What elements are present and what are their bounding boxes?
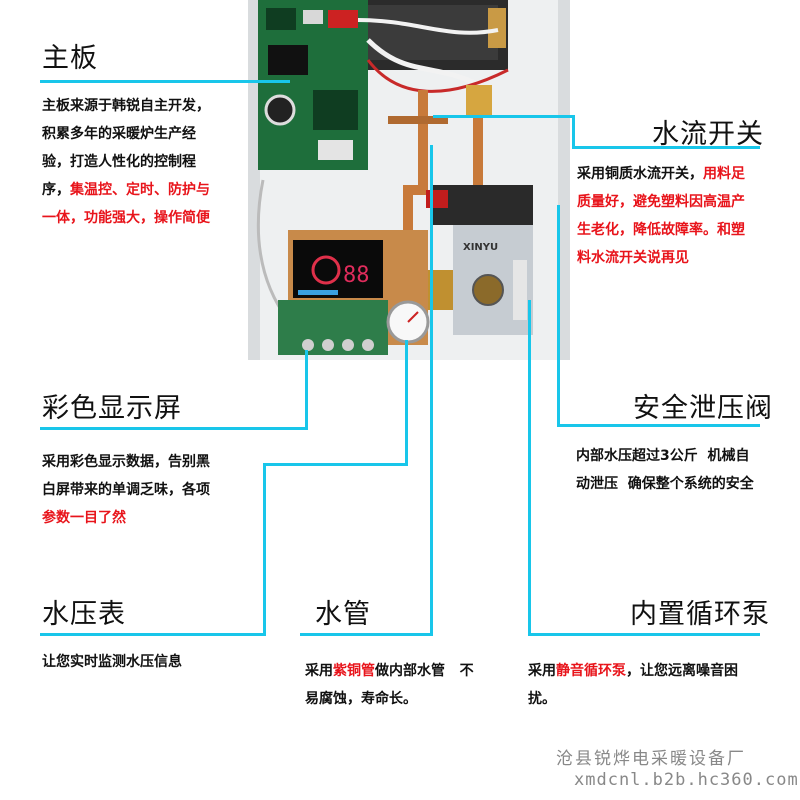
pressure-gauge-underline (40, 633, 265, 636)
water-pipe-description: 采用紫铜管做内部水管 不易腐蚀，寿命长。 (305, 657, 505, 713)
relief-valve-connector (557, 205, 560, 427)
product-photo: 88 XINYU (248, 0, 570, 360)
relief-valve-underline (557, 424, 760, 427)
description-line: 序，集温控、定时、防护与 (42, 176, 252, 204)
description-line: 扰。 (528, 685, 768, 713)
pressure-gauge-connector-top (405, 340, 408, 466)
highlight-text: 用料足 (703, 166, 745, 182)
description-line: 采用静音循环泵，让您远离噪音困 (528, 657, 768, 685)
body-text: 白屏带来的单调乏味，各项 (42, 482, 210, 498)
flow-switch-title: 水流开关 (652, 119, 764, 150)
water-pipe-connector (430, 145, 433, 636)
circulation-pump: XINYU (426, 185, 533, 335)
description-line: 参数一目了然 (42, 504, 272, 532)
description-line: 采用铜质水流开关，用料足 (577, 160, 797, 188)
highlight-text: 静音循环泵 (556, 663, 626, 679)
body-text: 采用 (528, 663, 556, 679)
description-line: 采用紫铜管做内部水管 不 (305, 657, 505, 685)
circulation-pump-title: 内置循环泵 (630, 599, 770, 630)
mainboard-underline (40, 80, 290, 83)
color-display-description: 采用彩色显示数据，告别黑白屏带来的单调乏味，各项参数一目了然 (42, 448, 272, 532)
flow-switch-connector-v (572, 115, 575, 149)
body-text: 易腐蚀，寿命长。 (305, 691, 417, 707)
body-text: ，让您远离噪音困 (626, 663, 738, 679)
mainboard-description: 主板来源于韩锐自主开发，积累多年的采暖炉生产经验，打造人性化的控制程序，集温控、… (42, 92, 252, 232)
description-line: 白屏带来的单调乏味，各项 (42, 476, 272, 504)
relief-valve-title: 安全泄压阀 (633, 393, 773, 424)
circulation-pump-description: 采用静音循环泵，让您远离噪音困扰。 (528, 657, 768, 713)
mainboard-pcb (258, 0, 368, 170)
body-text: 主板来源于韩锐自主开发， (42, 98, 210, 114)
body-text: 内部水压超过3公斤 机械自 (576, 448, 750, 464)
description-line: 验，打造人性化的控制程 (42, 148, 252, 176)
pressure-gauge-connector-h (263, 463, 408, 466)
pump-underline (528, 633, 760, 636)
description-line: 动泄压 确保整个系统的安全 (576, 470, 796, 498)
body-text: 扰。 (528, 691, 556, 707)
description-line: 易腐蚀，寿命长。 (305, 685, 505, 713)
description-line: 一体，功能强大，操作简便 (42, 204, 252, 232)
pressure-gauge (386, 300, 430, 344)
flow-switch-connector (433, 115, 573, 118)
body-text: 动泄压 确保整个系统的安全 (576, 476, 754, 492)
body-text: 做内部水管 不 (375, 663, 474, 679)
body-text: 采用彩色显示数据，告别黑 (42, 454, 210, 470)
highlight-text: 质量好，避免塑料因高温产 (577, 194, 745, 210)
water-pipe-title: 水管 (315, 599, 371, 630)
description-line: 主板来源于韩锐自主开发， (42, 92, 252, 120)
pump-connector (528, 300, 531, 636)
flow-switch-description: 采用铜质水流开关，用料足质量好，避免塑料因高温产生老化，降低故障率。和塑料水流开… (577, 160, 797, 272)
body-text: 验，打造人性化的控制程 (42, 154, 196, 170)
description-line: 采用彩色显示数据，告别黑 (42, 448, 272, 476)
watermark-url: xmdcnl.b2b.hc360.com (574, 770, 799, 790)
color-display-title: 彩色显示屏 (42, 393, 182, 424)
body-text: 采用 (305, 663, 333, 679)
description-line: 积累多年的采暖炉生产经 (42, 120, 252, 148)
body-text: 让您实时监测水压信息 (42, 654, 182, 670)
description-line: 料水流开关说再见 (577, 244, 797, 272)
color-display-underline (40, 427, 308, 430)
highlight-text: 生老化，降低故障率。和塑 (577, 222, 745, 238)
color-display-connector (305, 350, 308, 430)
body-text: 采用铜质水流开关， (577, 166, 703, 182)
highlight-text: 集温控、定时、防护与 (70, 182, 210, 198)
description-line: 质量好，避免塑料因高温产 (577, 188, 797, 216)
relief-valve-description: 内部水压超过3公斤 机械自动泄压 确保整个系统的安全 (576, 442, 796, 498)
description-line: 生老化，降低故障率。和塑 (577, 216, 797, 244)
description-line: 让您实时监测水压信息 (42, 648, 262, 676)
highlight-text: 参数一目了然 (42, 510, 126, 526)
boiler-interior-illustration: 88 XINYU (248, 0, 570, 360)
display-digits: 88 (343, 263, 370, 288)
body-text: 积累多年的采暖炉生产经 (42, 126, 196, 142)
highlight-text: 一体，功能强大，操作简便 (42, 210, 210, 226)
watermark-company: 沧县锐烨电采暖设备厂 (556, 749, 746, 769)
pump-brand: XINYU (463, 242, 498, 253)
water-pipe-underline (300, 633, 433, 636)
pressure-gauge-description: 让您实时监测水压信息 (42, 648, 262, 676)
pressure-gauge-title: 水压表 (42, 599, 126, 630)
highlight-text: 紫铜管 (333, 663, 375, 679)
flow-switch-underline (572, 146, 760, 149)
body-text: 序， (42, 182, 70, 198)
pressure-gauge-connector (263, 463, 266, 636)
mainboard-title: 主板 (42, 43, 98, 74)
description-line: 内部水压超过3公斤 机械自 (576, 442, 796, 470)
highlight-text: 料水流开关说再见 (577, 250, 689, 266)
